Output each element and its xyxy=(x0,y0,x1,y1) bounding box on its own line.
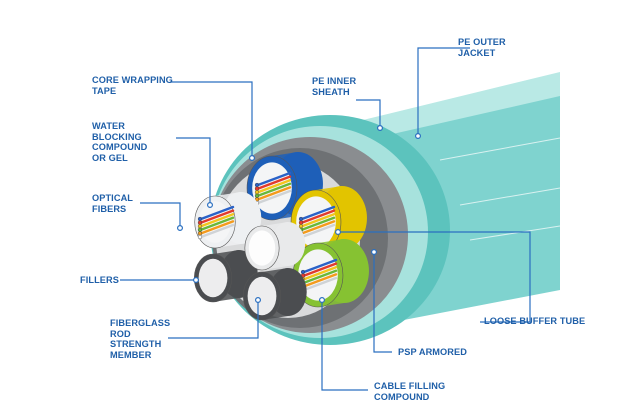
optical-fiber-end xyxy=(197,227,203,232)
optical-fiber xyxy=(199,223,235,239)
optical-fiber xyxy=(256,182,292,198)
optical-fiber xyxy=(300,205,336,221)
optical-fiber-end xyxy=(298,220,304,225)
label-cable-filling-compound: CABLE FILLING COMPOUND xyxy=(374,381,446,402)
leader-pe-inner-sheath xyxy=(356,99,381,128)
label-pe-outer-jacket: PE OUTER JACKET xyxy=(458,37,506,58)
optical-fiber xyxy=(300,220,336,235)
optical-fiber-end xyxy=(197,216,203,222)
label-optical-fibers: OPTICAL FIBERS xyxy=(92,193,134,214)
leader-lines xyxy=(120,47,531,391)
leader-water-blocking xyxy=(176,137,211,205)
leader-optical-fibers-dot xyxy=(177,225,184,232)
leader-core-wrapping-tape-dot xyxy=(249,155,256,162)
optical-fiber xyxy=(302,276,338,292)
optical-fiber xyxy=(302,266,338,281)
leader-cable-filling-compound-dot xyxy=(319,297,326,304)
label-fillers: FILLERS xyxy=(80,275,119,285)
leader-cable-filling-compound xyxy=(321,300,368,391)
filler-bottom-core xyxy=(247,276,277,316)
optical-fiber xyxy=(300,223,336,239)
leader-psp-armored-dot xyxy=(371,249,378,256)
leader-psp-armored xyxy=(373,252,392,353)
optical-fiber xyxy=(300,209,336,224)
label-pe-inner-sheath: PE INNER SHEATH xyxy=(312,76,357,97)
optical-fiber-end xyxy=(254,182,260,188)
optical-fiber xyxy=(199,209,235,224)
leader-pe-outer-jacket xyxy=(417,47,470,136)
optical-fiber xyxy=(199,205,235,221)
optical-fiber xyxy=(256,178,292,194)
optical-fiber xyxy=(256,189,292,205)
optical-fiber xyxy=(302,258,338,274)
leader-water-blocking-dot xyxy=(207,202,214,209)
optical-fiber xyxy=(256,175,292,190)
optical-fiber-end xyxy=(298,216,304,222)
leader-optical-fibers xyxy=(140,202,181,228)
filler-left-core xyxy=(198,258,228,298)
label-fiberglass-rod: FIBERGLASS ROD STRENGTH MEMBER xyxy=(110,318,171,360)
label-core-wrapping-tape: CORE WRAPPING TAPE xyxy=(92,75,173,96)
leader-loose-buffer-tube-dot xyxy=(335,229,342,236)
optical-fiber xyxy=(300,216,336,232)
optical-fiber xyxy=(199,216,235,232)
optical-fiber xyxy=(302,273,338,288)
optical-fiber-end xyxy=(254,193,260,198)
pe-outer-jacket-highlight xyxy=(330,72,560,146)
leader-fillers-dot xyxy=(193,277,200,284)
optical-fiber-end xyxy=(197,231,203,236)
leader-pe-inner-sheath-dot xyxy=(377,124,384,131)
jacket-shading-lines xyxy=(439,137,561,241)
optical-fiber-end xyxy=(254,190,260,195)
fiberglass-rod-strength-member-core xyxy=(248,230,276,266)
leader-fiberglass-rod-dot xyxy=(255,297,262,304)
optical-fiber xyxy=(256,186,292,201)
fiberglass-rod-strength-member-body xyxy=(270,222,306,266)
optical-fiber-end xyxy=(197,224,203,229)
optical-fiber-end xyxy=(300,269,306,275)
label-water-blocking-compound: WATER BLOCKING COMPOUND OR GEL xyxy=(92,121,148,163)
optical-fiber xyxy=(199,212,235,228)
tubes-layer xyxy=(193,152,369,321)
label-loose-buffer-tube: LOOSE BUFFER TUBE xyxy=(484,316,586,326)
label-psp-armored: PSP ARMORED xyxy=(398,347,467,357)
optical-fiber xyxy=(302,262,338,277)
leader-pe-outer-jacket-dot xyxy=(415,133,422,140)
optical-fiber xyxy=(199,220,235,235)
leader-core-wrapping-tape xyxy=(170,81,253,158)
optical-fiber xyxy=(302,269,338,284)
leader-fiberglass-rod xyxy=(168,300,259,339)
optical-fiber-end xyxy=(254,186,260,191)
leader-loose-buffer-tube xyxy=(338,231,531,323)
optical-fiber-end xyxy=(197,234,203,240)
optical-fiber xyxy=(256,171,292,187)
optical-fiber-end xyxy=(197,220,203,225)
optical-fiber-end xyxy=(298,224,304,229)
optical-fiber xyxy=(300,212,336,228)
